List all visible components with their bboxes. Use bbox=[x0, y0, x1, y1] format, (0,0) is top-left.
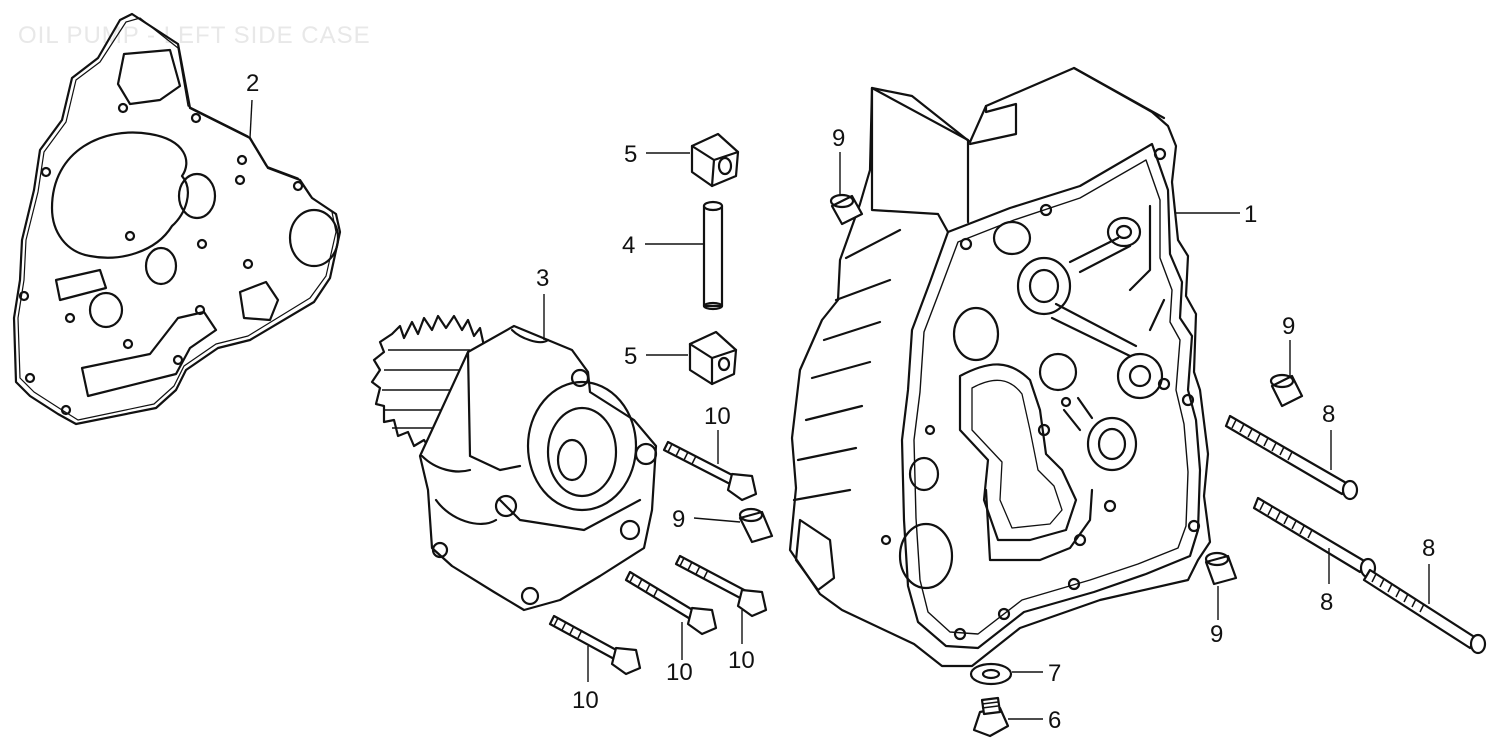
callout-9-right: 9 bbox=[1282, 313, 1295, 340]
callout-10-d: 10 bbox=[572, 687, 599, 714]
flange-bolt-b-drawing bbox=[674, 554, 768, 618]
callout-5-upper: 5 bbox=[624, 141, 637, 168]
callout-10-c: 10 bbox=[666, 659, 693, 686]
callout-10-b: 10 bbox=[728, 647, 755, 674]
drain-plug-drawing bbox=[972, 696, 1010, 738]
callout-9-mid: 9 bbox=[672, 506, 685, 533]
callout-10-a: 10 bbox=[704, 403, 731, 430]
left-side-case-drawing bbox=[788, 66, 1212, 668]
dowel-pin-right-drawing bbox=[1269, 373, 1304, 408]
callout-1: 1 bbox=[1244, 201, 1257, 228]
callout-5-lower: 5 bbox=[624, 343, 637, 370]
flange-bolt-d-drawing bbox=[548, 614, 642, 676]
page-title: OIL PUMP - LEFT SIDE CASE bbox=[18, 22, 371, 49]
collar-upper-drawing bbox=[690, 132, 740, 188]
callout-9-lower: 9 bbox=[1210, 621, 1223, 648]
gasket-drawing bbox=[12, 12, 342, 426]
stud-bolt-lower-drawing bbox=[1362, 568, 1487, 655]
callout-8-lower: 8 bbox=[1422, 535, 1435, 562]
flange-bolt-a-drawing bbox=[662, 440, 758, 502]
flange-bolt-c-drawing bbox=[624, 570, 718, 636]
oil-pump-drawing bbox=[370, 314, 658, 612]
callout-7: 7 bbox=[1048, 660, 1061, 687]
callout-3: 3 bbox=[536, 265, 549, 292]
callout-9-top: 9 bbox=[832, 125, 845, 152]
callout-6: 6 bbox=[1048, 707, 1061, 734]
callout-4: 4 bbox=[622, 232, 635, 259]
dowel-pin-lower-drawing bbox=[1204, 551, 1238, 586]
pipe-drawing bbox=[702, 200, 724, 311]
collar-lower-drawing bbox=[688, 330, 738, 386]
dowel-pin-mid-drawing bbox=[738, 507, 774, 544]
stud-bolt-middle-drawing bbox=[1252, 496, 1377, 579]
callout-leaders bbox=[249, 99, 1430, 720]
callout-8-middle: 8 bbox=[1320, 589, 1333, 616]
callout-2: 2 bbox=[246, 70, 259, 97]
stud-bolt-upper-drawing bbox=[1224, 414, 1359, 501]
dowel-pin-top-drawing bbox=[829, 193, 864, 226]
washer-drawing bbox=[969, 662, 1013, 686]
callout-8-upper: 8 bbox=[1322, 401, 1335, 428]
